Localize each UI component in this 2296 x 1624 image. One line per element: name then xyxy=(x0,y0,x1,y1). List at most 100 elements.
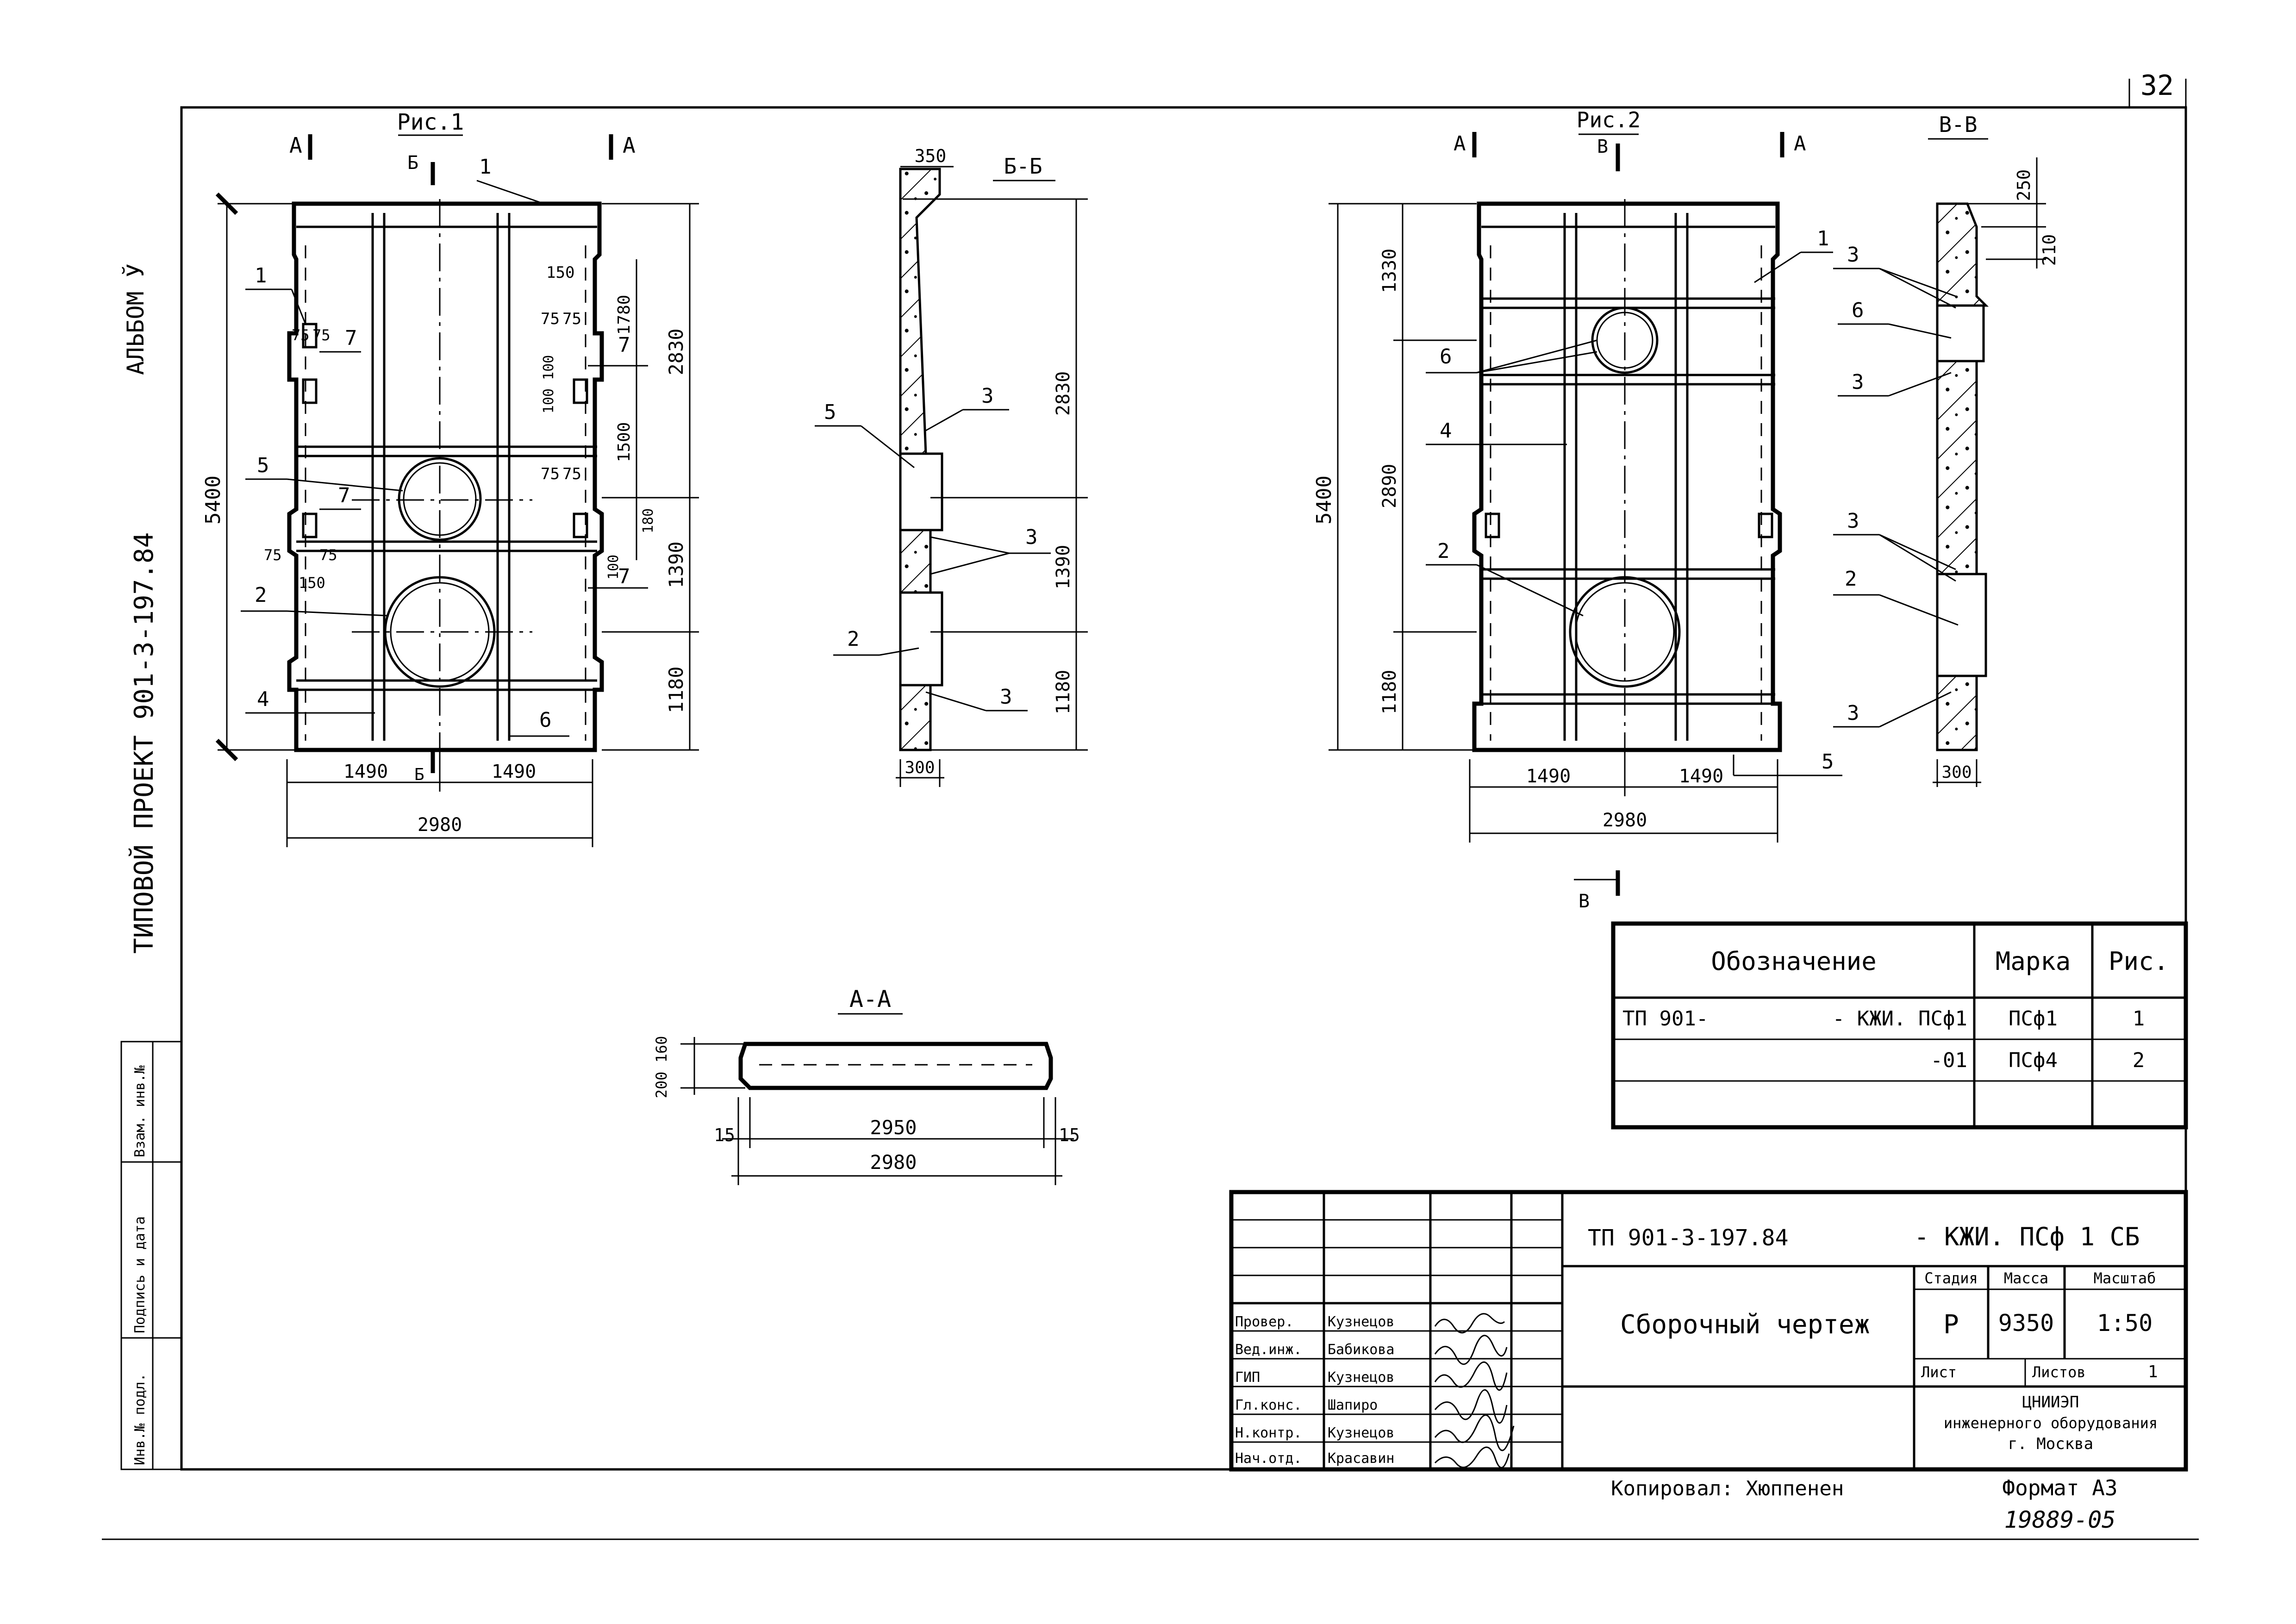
section-vv: В-В 250 210 300 3 6 3 3 2 3 xyxy=(1833,112,2059,787)
stamp-original-inv: Инв.№ подл. xyxy=(132,1373,148,1465)
section-vv-callout-3c: 3 xyxy=(1847,509,1859,533)
section-vv-callout-3d: 3 xyxy=(1847,701,1859,725)
title-block: ТП 901-3-197.84 - КЖИ. ПСф 1 СБ Сборочны… xyxy=(1229,1190,2188,1472)
title-mass-label: Масса xyxy=(2004,1269,2048,1287)
fig2-callout-4: 4 xyxy=(1440,419,1452,443)
section-aa: А-А 200 160 15 2950 15 2980 xyxy=(653,986,1080,1185)
title-stage-label: Стадия xyxy=(1924,1269,1978,1287)
section-vv-dim-210: 210 xyxy=(2039,234,2059,266)
section-vv-callout-3b: 3 xyxy=(1852,370,1864,394)
stamp-replace-inv: Взам. инв.№ xyxy=(132,1065,148,1157)
title-org-line3: г. Москва xyxy=(2008,1435,2093,1453)
fig1-dim-1390: 1390 xyxy=(665,541,687,588)
fig2-cut-v-bottom: В xyxy=(1578,891,1590,912)
spec-row1-mark: ПСф1 xyxy=(2009,1007,2058,1031)
title-role-1: Провер. xyxy=(1235,1314,1293,1330)
fig1-dim-1500: 1500 xyxy=(615,422,634,462)
fig1-callout-7b: 7 xyxy=(618,333,630,357)
title-role-5: Н.контр. xyxy=(1235,1425,1302,1441)
section-aa-dim-right-15: 15 xyxy=(1059,1125,1080,1145)
section-aa-dim-overall: 2980 xyxy=(870,1151,917,1174)
section-bb-callout-3b: 3 xyxy=(1025,525,1038,549)
section-bb-dim-bottom: 300 xyxy=(905,758,935,777)
spec-row1-designation-suffix: - КЖИ. ПСф1 xyxy=(1833,1007,1967,1031)
section-vv-callout-2: 2 xyxy=(1845,567,1857,591)
title-stage: Р xyxy=(1943,1310,1959,1340)
section-vv-title: В-В xyxy=(1939,112,1977,137)
fig1-dim-75d: 75 xyxy=(562,465,581,483)
section-vv-dim-bottom: 300 xyxy=(1941,763,1972,782)
fig2-dim-2890: 2890 xyxy=(1379,464,1400,508)
fig1-dim-2830: 2830 xyxy=(665,328,687,375)
spec-row2-designation-suffix: -01 xyxy=(1931,1049,1967,1072)
title-role-3: ГИП xyxy=(1235,1369,1260,1386)
fig1-dim-75a: 75 xyxy=(541,310,560,328)
fig2-dim-1330: 1330 xyxy=(1379,249,1400,293)
section-bb-callout-3a: 3 xyxy=(981,384,994,408)
fig1-callout-4: 4 xyxy=(257,687,269,711)
fig1-dim-1780: 1780 xyxy=(615,295,634,335)
fig2-cut-v-top: В xyxy=(1597,136,1608,157)
fig1-dim-overall-width: 2980 xyxy=(418,814,462,836)
section-bb-dim-2830: 2830 xyxy=(1053,371,1074,416)
fig2-plan: Рис.2 А А В 5400 xyxy=(1312,107,1842,912)
title-scale: 1:50 xyxy=(2097,1310,2152,1337)
title-org-line2: инженерного оборудования xyxy=(1944,1414,2158,1432)
section-bb-title: Б-Б xyxy=(1004,154,1042,179)
fig1-dim-overall-height: 5400 xyxy=(201,475,225,525)
spec-header-mark: Марка xyxy=(1996,947,2071,976)
title-sheet-label: Лист xyxy=(1921,1363,1957,1381)
title-sheets-label: Листов xyxy=(2032,1363,2086,1381)
section-aa-dim-left-15: 15 xyxy=(714,1125,735,1145)
fig1-callout-1-left: 1 xyxy=(255,264,267,287)
fig2-callout-6: 6 xyxy=(1440,345,1452,369)
spec-row2-fig: 2 xyxy=(2133,1049,2145,1072)
inventory-number: 19889-05 xyxy=(2004,1506,2116,1533)
title-drawing-name: Сборочный чертеж xyxy=(1620,1310,1870,1340)
title-scale-label: Масштаб xyxy=(2094,1269,2156,1287)
spec-row2-mark: ПСф4 xyxy=(2009,1049,2058,1072)
title-name-5: Кузнецов xyxy=(1328,1425,1395,1441)
fig1-callout-7d: 7 xyxy=(618,565,630,588)
title-name-4: Шапиро xyxy=(1328,1397,1378,1413)
title-designation-left: ТП 901-3-197.84 xyxy=(1588,1225,1788,1251)
fig1-left-dim-75a: 75 xyxy=(292,326,310,344)
fig1-left-dim-150: 150 xyxy=(299,574,325,592)
format-label: Формат А3 xyxy=(2002,1475,2117,1500)
project-label: ТИПОВОЙ ПРОЕКТ 901-3-197.84 xyxy=(129,532,159,954)
signatures xyxy=(1434,1313,1515,1468)
title-role-6: Нач.отд. xyxy=(1235,1450,1302,1467)
section-vv-dim-250: 250 xyxy=(2014,169,2034,201)
fig1-title: Рис.1 xyxy=(397,109,464,135)
spec-header-designation: Обозначение xyxy=(1711,947,1877,976)
title-mass: 9350 xyxy=(1998,1310,2054,1337)
fig1-dim-75b: 75 xyxy=(562,310,581,328)
fig1-dim-half-left: 1490 xyxy=(343,761,388,782)
fig2-dim-half-right: 1490 xyxy=(1679,766,1723,787)
section-bb-callout-5: 5 xyxy=(824,400,836,424)
title-name-3: Кузнецов xyxy=(1328,1369,1395,1386)
fig1-left-dim-75d: 75 xyxy=(319,546,337,564)
fig1-plan: Рис.1 А А Б 1 xyxy=(201,109,699,847)
title-name-1: Кузнецов xyxy=(1328,1314,1395,1330)
fig1-cut-a-right: А xyxy=(623,133,636,158)
fig1-dim-100: 100 xyxy=(605,555,622,580)
spec-header-fig: Рис. xyxy=(2109,947,2169,976)
title-sheets-value: 1 xyxy=(2148,1362,2158,1381)
album-label: АЛЬБОМ Ў xyxy=(122,263,149,375)
fig1-callout-7a: 7 xyxy=(345,326,357,350)
title-name-2: Бабикова xyxy=(1328,1342,1395,1358)
title-name-6: Красавин xyxy=(1328,1450,1395,1467)
spec-table: Обозначение Марка Рис. ТП 901- - КЖИ. ПС… xyxy=(1611,921,2188,1130)
fig1-left-dim-75b: 75 xyxy=(312,326,331,344)
copied-by: Копировал: Хюппенен xyxy=(1611,1477,1844,1500)
title-role-4: Гл.конс. xyxy=(1235,1397,1302,1413)
fig1-dim-1180: 1180 xyxy=(665,666,687,713)
fig1-dim-75c: 75 xyxy=(541,465,560,483)
fig2-title: Рис.2 xyxy=(1577,107,1641,132)
fig1-left-dim-75c: 75 xyxy=(264,546,282,564)
fig2-cut-a-right: А xyxy=(1794,132,1806,156)
fig1-dim-half-right: 1490 xyxy=(492,761,536,782)
title-role-2: Вед.инж. xyxy=(1235,1342,1302,1358)
